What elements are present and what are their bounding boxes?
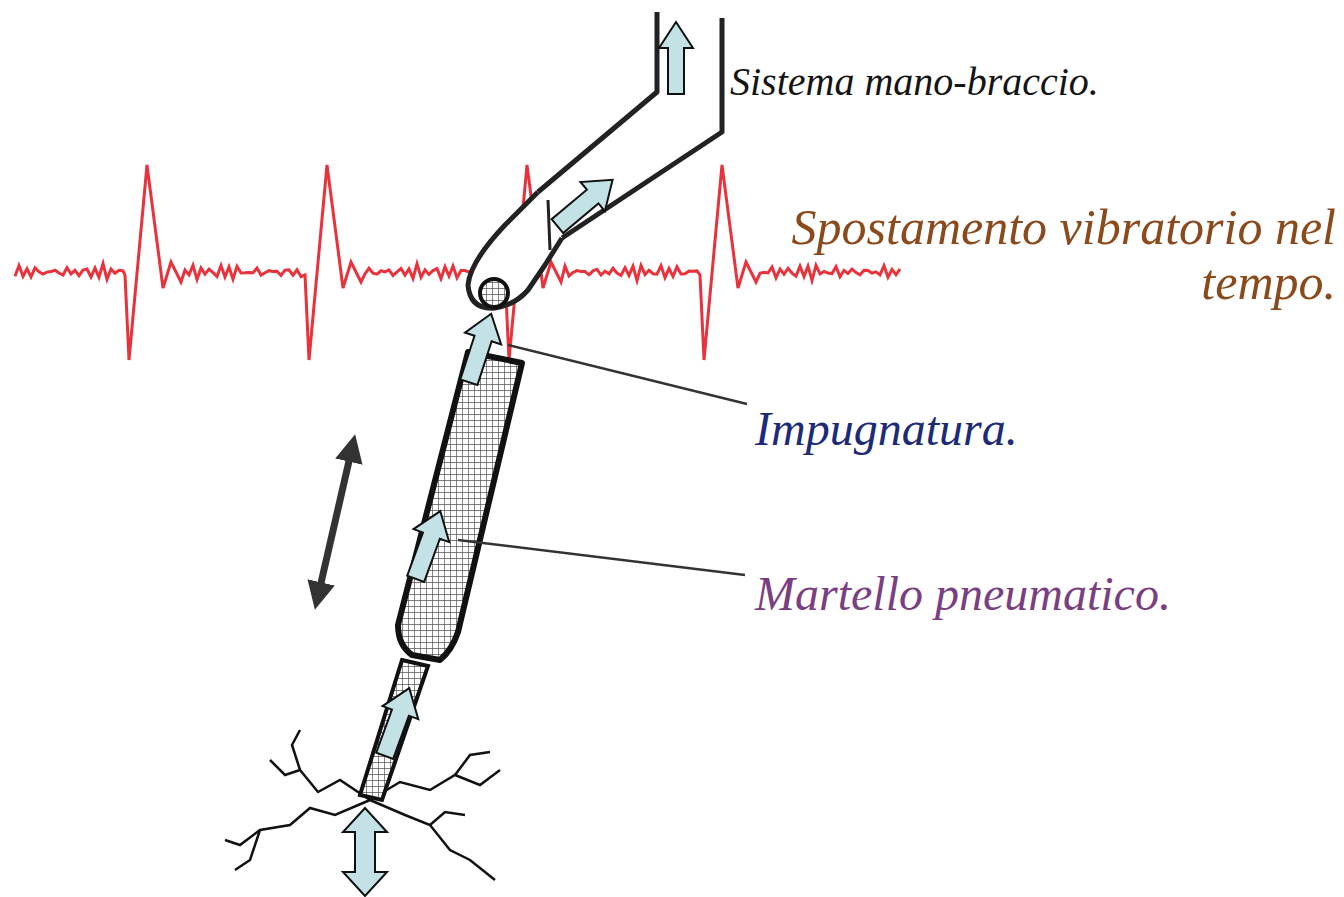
crack — [225, 800, 370, 845]
handle-grip — [480, 279, 508, 307]
pneumatic-hammer-body — [398, 352, 522, 660]
transmission-arrow — [659, 22, 693, 94]
part-label: Impugnatura. — [755, 400, 1315, 458]
transmission-arrow — [545, 165, 625, 240]
crack — [270, 760, 370, 800]
crack — [370, 800, 495, 880]
hand-outline — [468, 192, 562, 308]
chisel-bit — [360, 660, 428, 800]
vibration-waveform — [15, 165, 900, 360]
part-label: Martello pneumatico. — [755, 565, 1335, 623]
crack — [235, 830, 260, 870]
leader-line — [508, 345, 747, 404]
crack — [455, 752, 490, 775]
transmission-arrows — [343, 22, 693, 896]
arm-outline — [538, 12, 657, 192]
part-label: Sistema mano-braccio. — [730, 58, 1290, 106]
vibration-direction-arrow — [318, 448, 352, 596]
crack — [292, 730, 300, 770]
signal-label: Spostamento vibratorio nel tempo. — [746, 200, 1336, 310]
crack — [430, 812, 465, 825]
transmission-arrow — [367, 682, 427, 763]
hand-outline — [548, 200, 550, 250]
impact-arrow — [343, 808, 387, 896]
transmission-arrow — [398, 505, 458, 586]
transmission-arrow — [451, 308, 509, 388]
leader-line — [458, 540, 745, 575]
